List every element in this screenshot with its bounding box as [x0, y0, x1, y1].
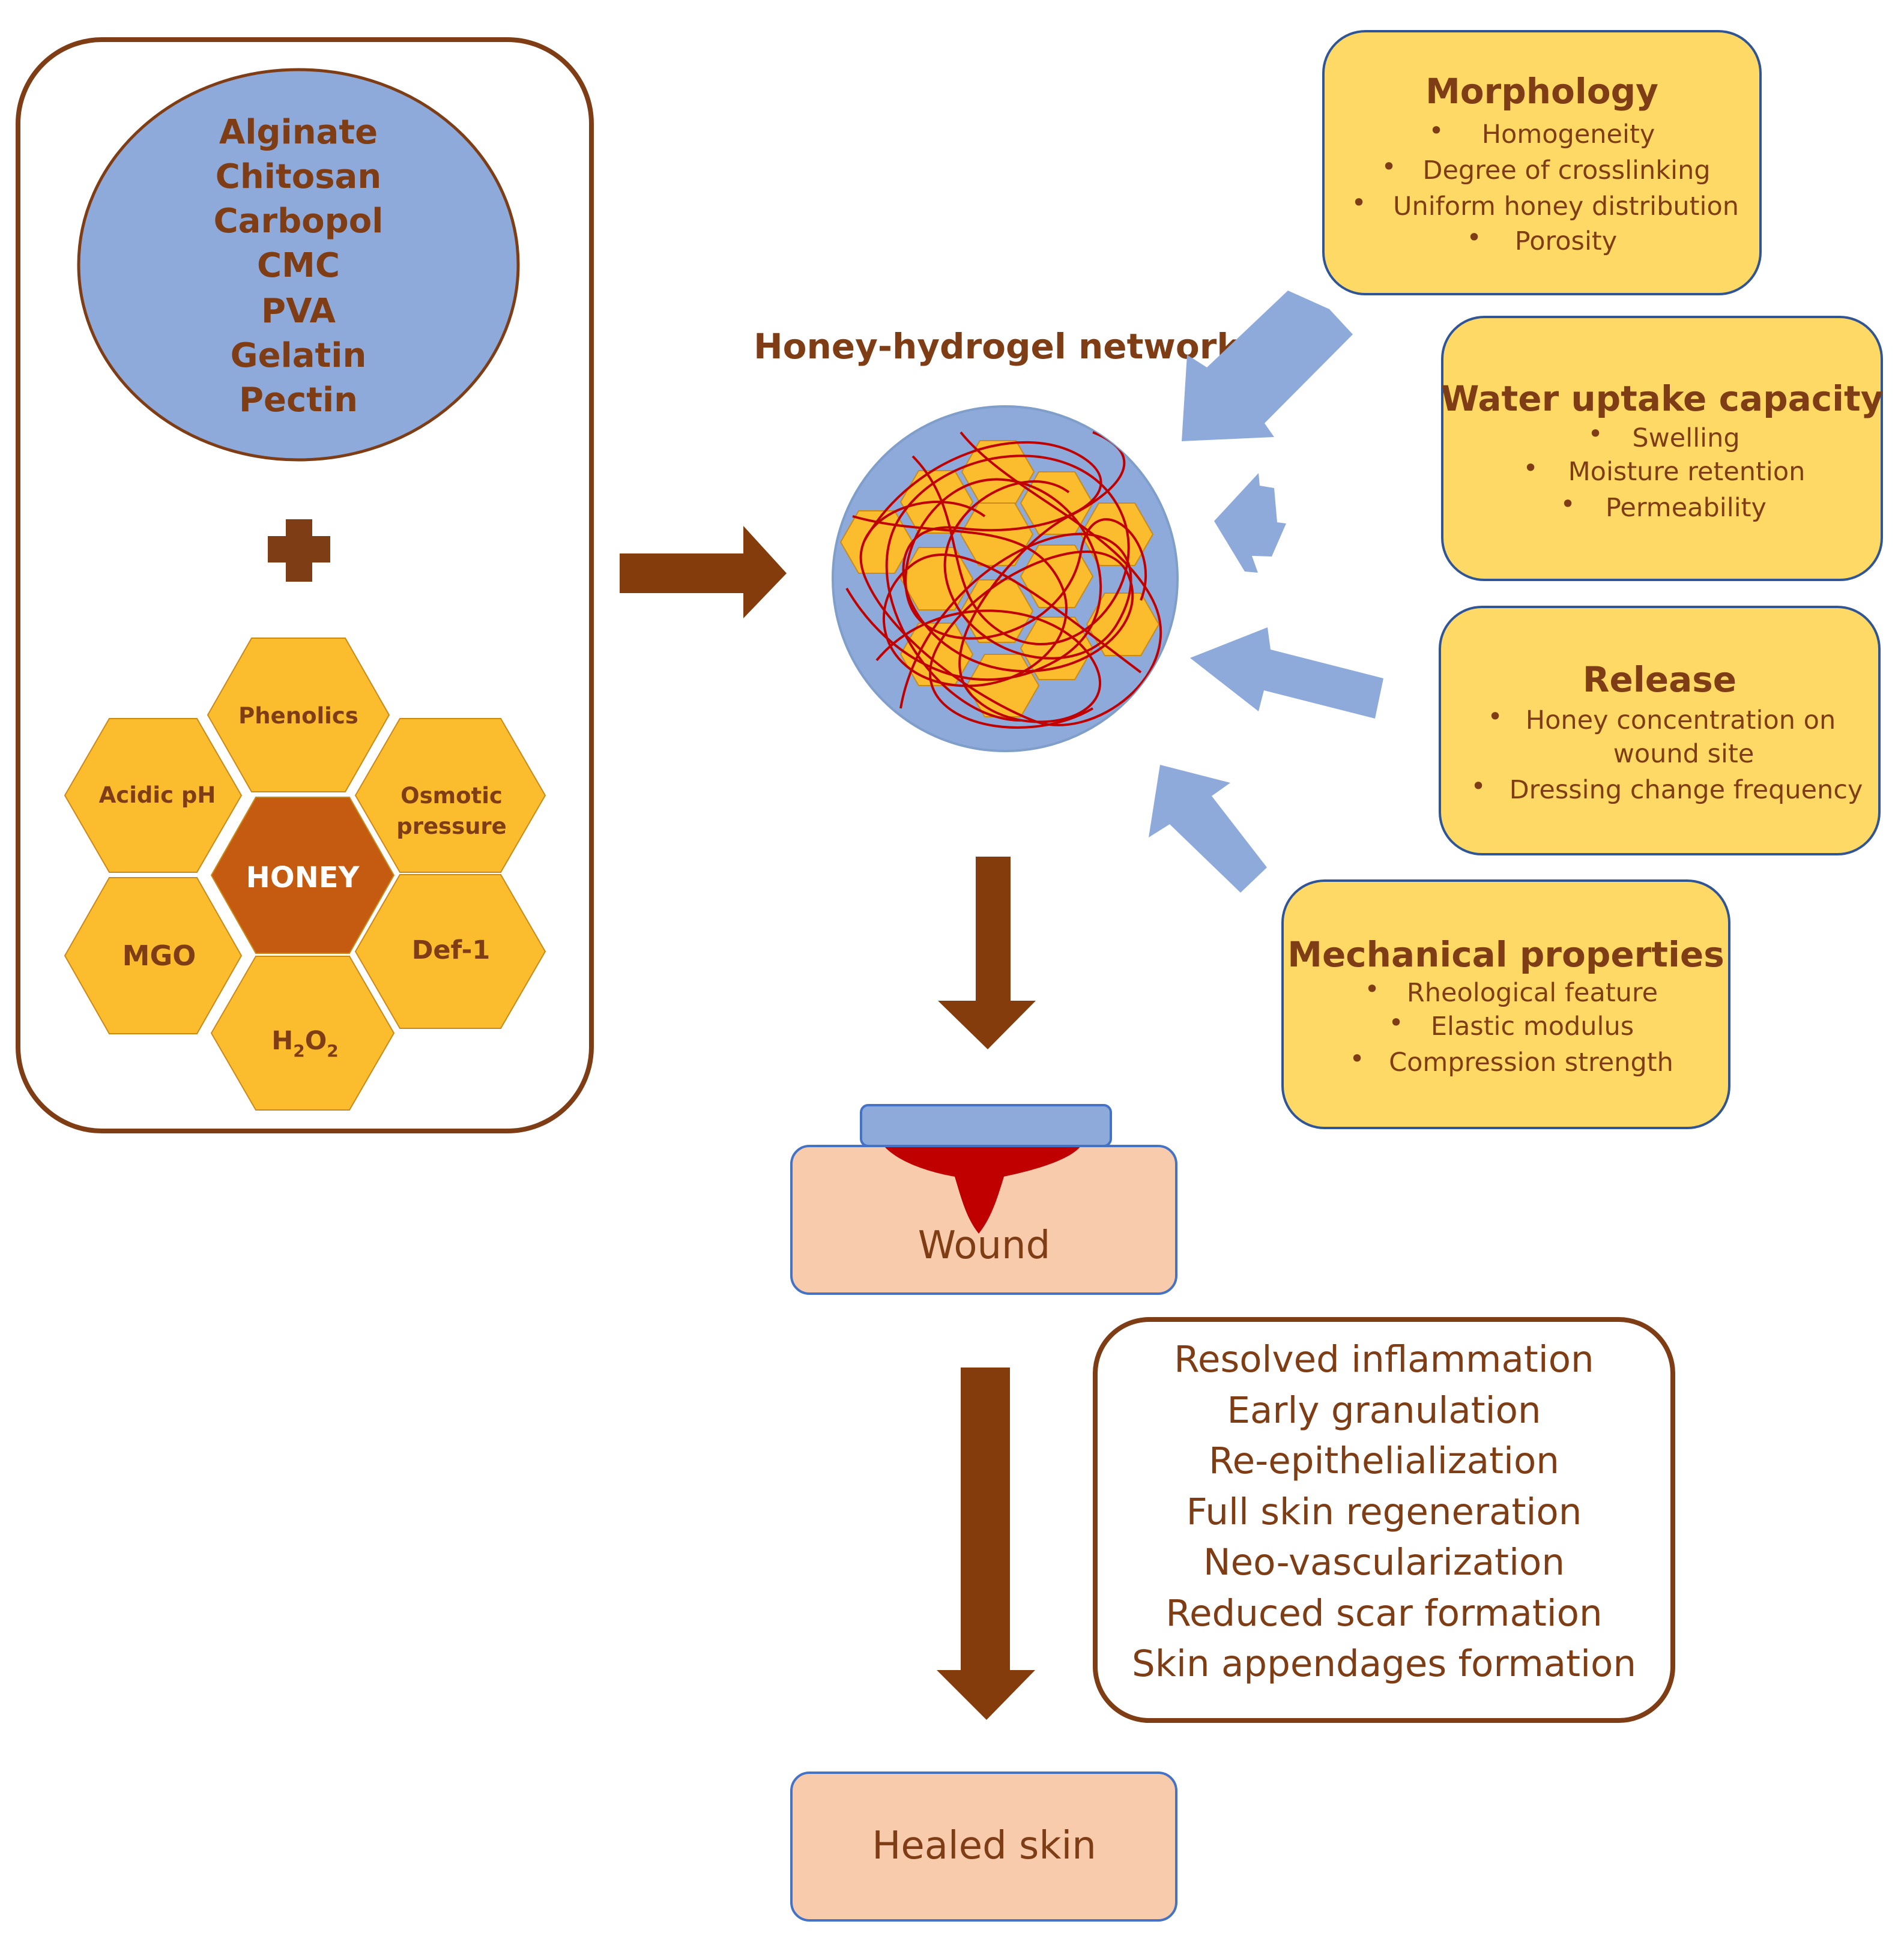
polymer-item: PVA — [261, 292, 336, 331]
polymer-item: Chitosan — [216, 157, 381, 196]
bullet-icon: • — [1487, 702, 1502, 732]
box-title: Mechanical properties — [1287, 934, 1724, 975]
wound-blood — [884, 1146, 1081, 1234]
box-item: Compression strength — [1389, 1048, 1673, 1078]
bullet-icon: • — [1349, 1044, 1364, 1074]
honey-center-label: HONEY — [246, 861, 360, 894]
polymer-item: Alginate — [219, 113, 378, 152]
honey-component-label: Osmotic — [400, 783, 503, 809]
box-item: Homogeneity — [1482, 119, 1655, 149]
hydrogel-dressing — [860, 1104, 1112, 1147]
box-item: Permeability — [1606, 493, 1766, 523]
polymers-ellipse — [77, 68, 520, 462]
arrow-down-to-healed — [937, 1368, 1035, 1720]
hexagon-phenolics — [207, 638, 390, 792]
box-title: Water uptake capacity — [1440, 378, 1883, 419]
honey-component-label: H2O2 — [271, 1026, 339, 1061]
outcome-item: Early granulation — [1227, 1389, 1541, 1432]
bullet-icon: • — [1428, 116, 1443, 146]
polymer-item: CMC — [257, 246, 340, 285]
arrow-down-to-wound — [938, 857, 1036, 1049]
wound-illustration: Wound — [790, 1104, 1177, 1295]
arrow-from-water-uptake — [1214, 473, 1286, 573]
box-item: Uniform honey distribution — [1393, 191, 1739, 222]
honey-component-label: pressure — [396, 813, 507, 839]
bullet-icon: • — [1560, 489, 1575, 519]
plus-icon — [268, 519, 330, 582]
hexagon-honey — [210, 797, 395, 954]
bullet-icon: • — [1470, 771, 1485, 801]
box-item: Honey concentration on — [1526, 705, 1836, 735]
honey-component-label: Phenolics — [238, 703, 358, 729]
hydrogel-network — [832, 405, 1179, 752]
mechanical-box: Mechanical properties • Rheological feat… — [1281, 879, 1730, 1129]
polymer-item: Carbopol — [214, 202, 384, 241]
box-item: Moisture retention — [1568, 457, 1806, 487]
outcome-item: Resolved inflammation — [1174, 1338, 1594, 1381]
honey-component-label: Acidic pH — [99, 782, 216, 808]
outcome-item: Reduced scar formation — [1165, 1592, 1602, 1635]
bullet-icon: • — [1388, 1008, 1403, 1038]
honeycomb — [64, 638, 546, 1111]
outcome-item: Full skin regeneration — [1186, 1491, 1582, 1533]
property-arrows — [1149, 291, 1383, 893]
bullet-icon: • — [1364, 974, 1379, 1004]
release-box: Release • Honey concentration on wound s… — [1439, 606, 1881, 855]
bullet-icon: • — [1351, 188, 1366, 218]
arrow-from-release — [1190, 627, 1383, 719]
arrow-from-morphology — [1182, 291, 1353, 441]
box-item: Elastic modulus — [1431, 1012, 1634, 1042]
outcome-item: Skin appendages formation — [1132, 1642, 1636, 1685]
bullet-icon: • — [1381, 152, 1396, 182]
hexagon-h2o2 — [210, 956, 395, 1111]
box-item: Porosity — [1515, 226, 1617, 256]
box-item: Degree of crosslinking — [1422, 155, 1710, 185]
bullet-icon: • — [1523, 453, 1538, 483]
arrow-from-mechanical — [1149, 765, 1267, 893]
arrow-right-main — [620, 526, 787, 618]
bullet-icon: • — [1466, 223, 1481, 253]
polymer-item: Pectin — [239, 381, 358, 420]
healed-skin-box: Healed skin — [790, 1772, 1177, 1922]
hexagon-osmotic — [354, 718, 546, 873]
outcomes-panel: Resolved inflammation Early granulation … — [1093, 1317, 1675, 1723]
wound-label: Wound — [918, 1223, 1050, 1268]
polymer-list: Alginate Chitosan Carbopol CMC PVA Gelat… — [214, 113, 384, 420]
bullet-icon: • — [1588, 419, 1603, 449]
box-item: wound site — [1613, 739, 1754, 769]
hexagon-mgo — [64, 877, 243, 1034]
box-item: Rheological feature — [1407, 978, 1658, 1008]
polymer-chains — [845, 431, 1162, 729]
hexagon-acidic-ph — [64, 718, 243, 873]
box-item: Dressing change frequency — [1510, 775, 1863, 805]
healed-label: Healed skin — [872, 1824, 1096, 1868]
honey-component-label: Def-1 — [412, 935, 491, 965]
morphology-box: Morphology • Homogeneity • Degree of cro… — [1322, 30, 1762, 295]
honey-components: Phenolics Acidic pH Osmotic pressure HON… — [99, 703, 507, 1061]
polymer-item: Gelatin — [231, 336, 367, 375]
box-title: Morphology — [1425, 71, 1658, 112]
box-item: Swelling — [1632, 423, 1739, 453]
box-title: Release — [1583, 659, 1736, 700]
network-title: Honey-hydrogel network — [754, 326, 1241, 367]
hexagon-def1 — [354, 874, 546, 1029]
outcome-item: Neo-vascularization — [1203, 1541, 1565, 1584]
water-uptake-box: Water uptake capacity • Swelling • Moist… — [1440, 316, 1884, 581]
honey-component-label: MGO — [122, 939, 196, 972]
outcome-item: Re-epithelialization — [1209, 1440, 1559, 1482]
